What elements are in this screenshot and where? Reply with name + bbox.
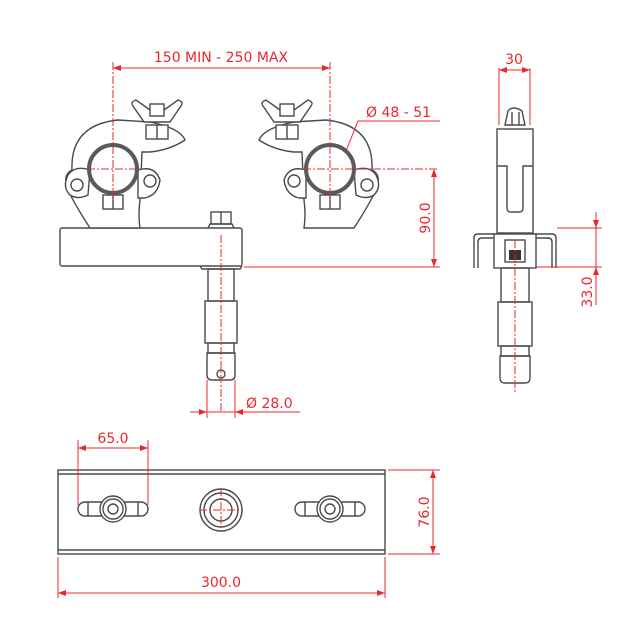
left-clamp bbox=[64, 99, 186, 229]
dimension-tube-diameter: Ø 48 - 51 bbox=[345, 105, 440, 152]
dimension-height: 90.0 bbox=[244, 169, 440, 268]
front-view: 150 MIN - 250 MAX Ø 48 - 51 90.0 Ø 28.0 bbox=[59, 50, 440, 418]
spigot bbox=[199, 265, 243, 381]
dimension-plate-length: 300.0 bbox=[57, 557, 386, 598]
side-width-label: 30 bbox=[505, 52, 523, 68]
center-spigot-hole bbox=[199, 488, 243, 532]
dimension-spigot-length: 33.0 bbox=[536, 212, 602, 308]
plate-length-label: 300.0 bbox=[201, 575, 241, 591]
center-nut bbox=[207, 211, 235, 229]
bolt-offset-label: 65.0 bbox=[97, 431, 128, 447]
dimension-side-width: 30 bbox=[498, 52, 531, 125]
clamp-spacing-label: 150 MIN - 250 MAX bbox=[154, 50, 289, 66]
dimension-clamp-spacing: 150 MIN - 250 MAX bbox=[113, 50, 330, 71]
right-clamp bbox=[258, 99, 380, 229]
right-slot-bolt bbox=[294, 495, 366, 523]
dimension-plate-width: 76.0 bbox=[388, 469, 440, 555]
left-slot-bolt bbox=[77, 495, 149, 523]
side-view: 30 33.0 bbox=[473, 52, 602, 392]
height-label: 90.0 bbox=[418, 202, 434, 233]
tube-diameter-label: Ø 48 - 51 bbox=[366, 105, 431, 121]
dimension-spigot-diameter: Ø 28.0 bbox=[190, 380, 300, 418]
top-view: 65.0 76.0 300.0 bbox=[57, 431, 440, 598]
plate-width-label: 76.0 bbox=[417, 496, 433, 527]
base-plate bbox=[59, 227, 243, 267]
dimension-bolt-offset: 65.0 bbox=[77, 431, 149, 505]
spigot-diameter-label: Ø 28.0 bbox=[246, 396, 293, 412]
spigot-length-label: 33.0 bbox=[580, 276, 596, 307]
